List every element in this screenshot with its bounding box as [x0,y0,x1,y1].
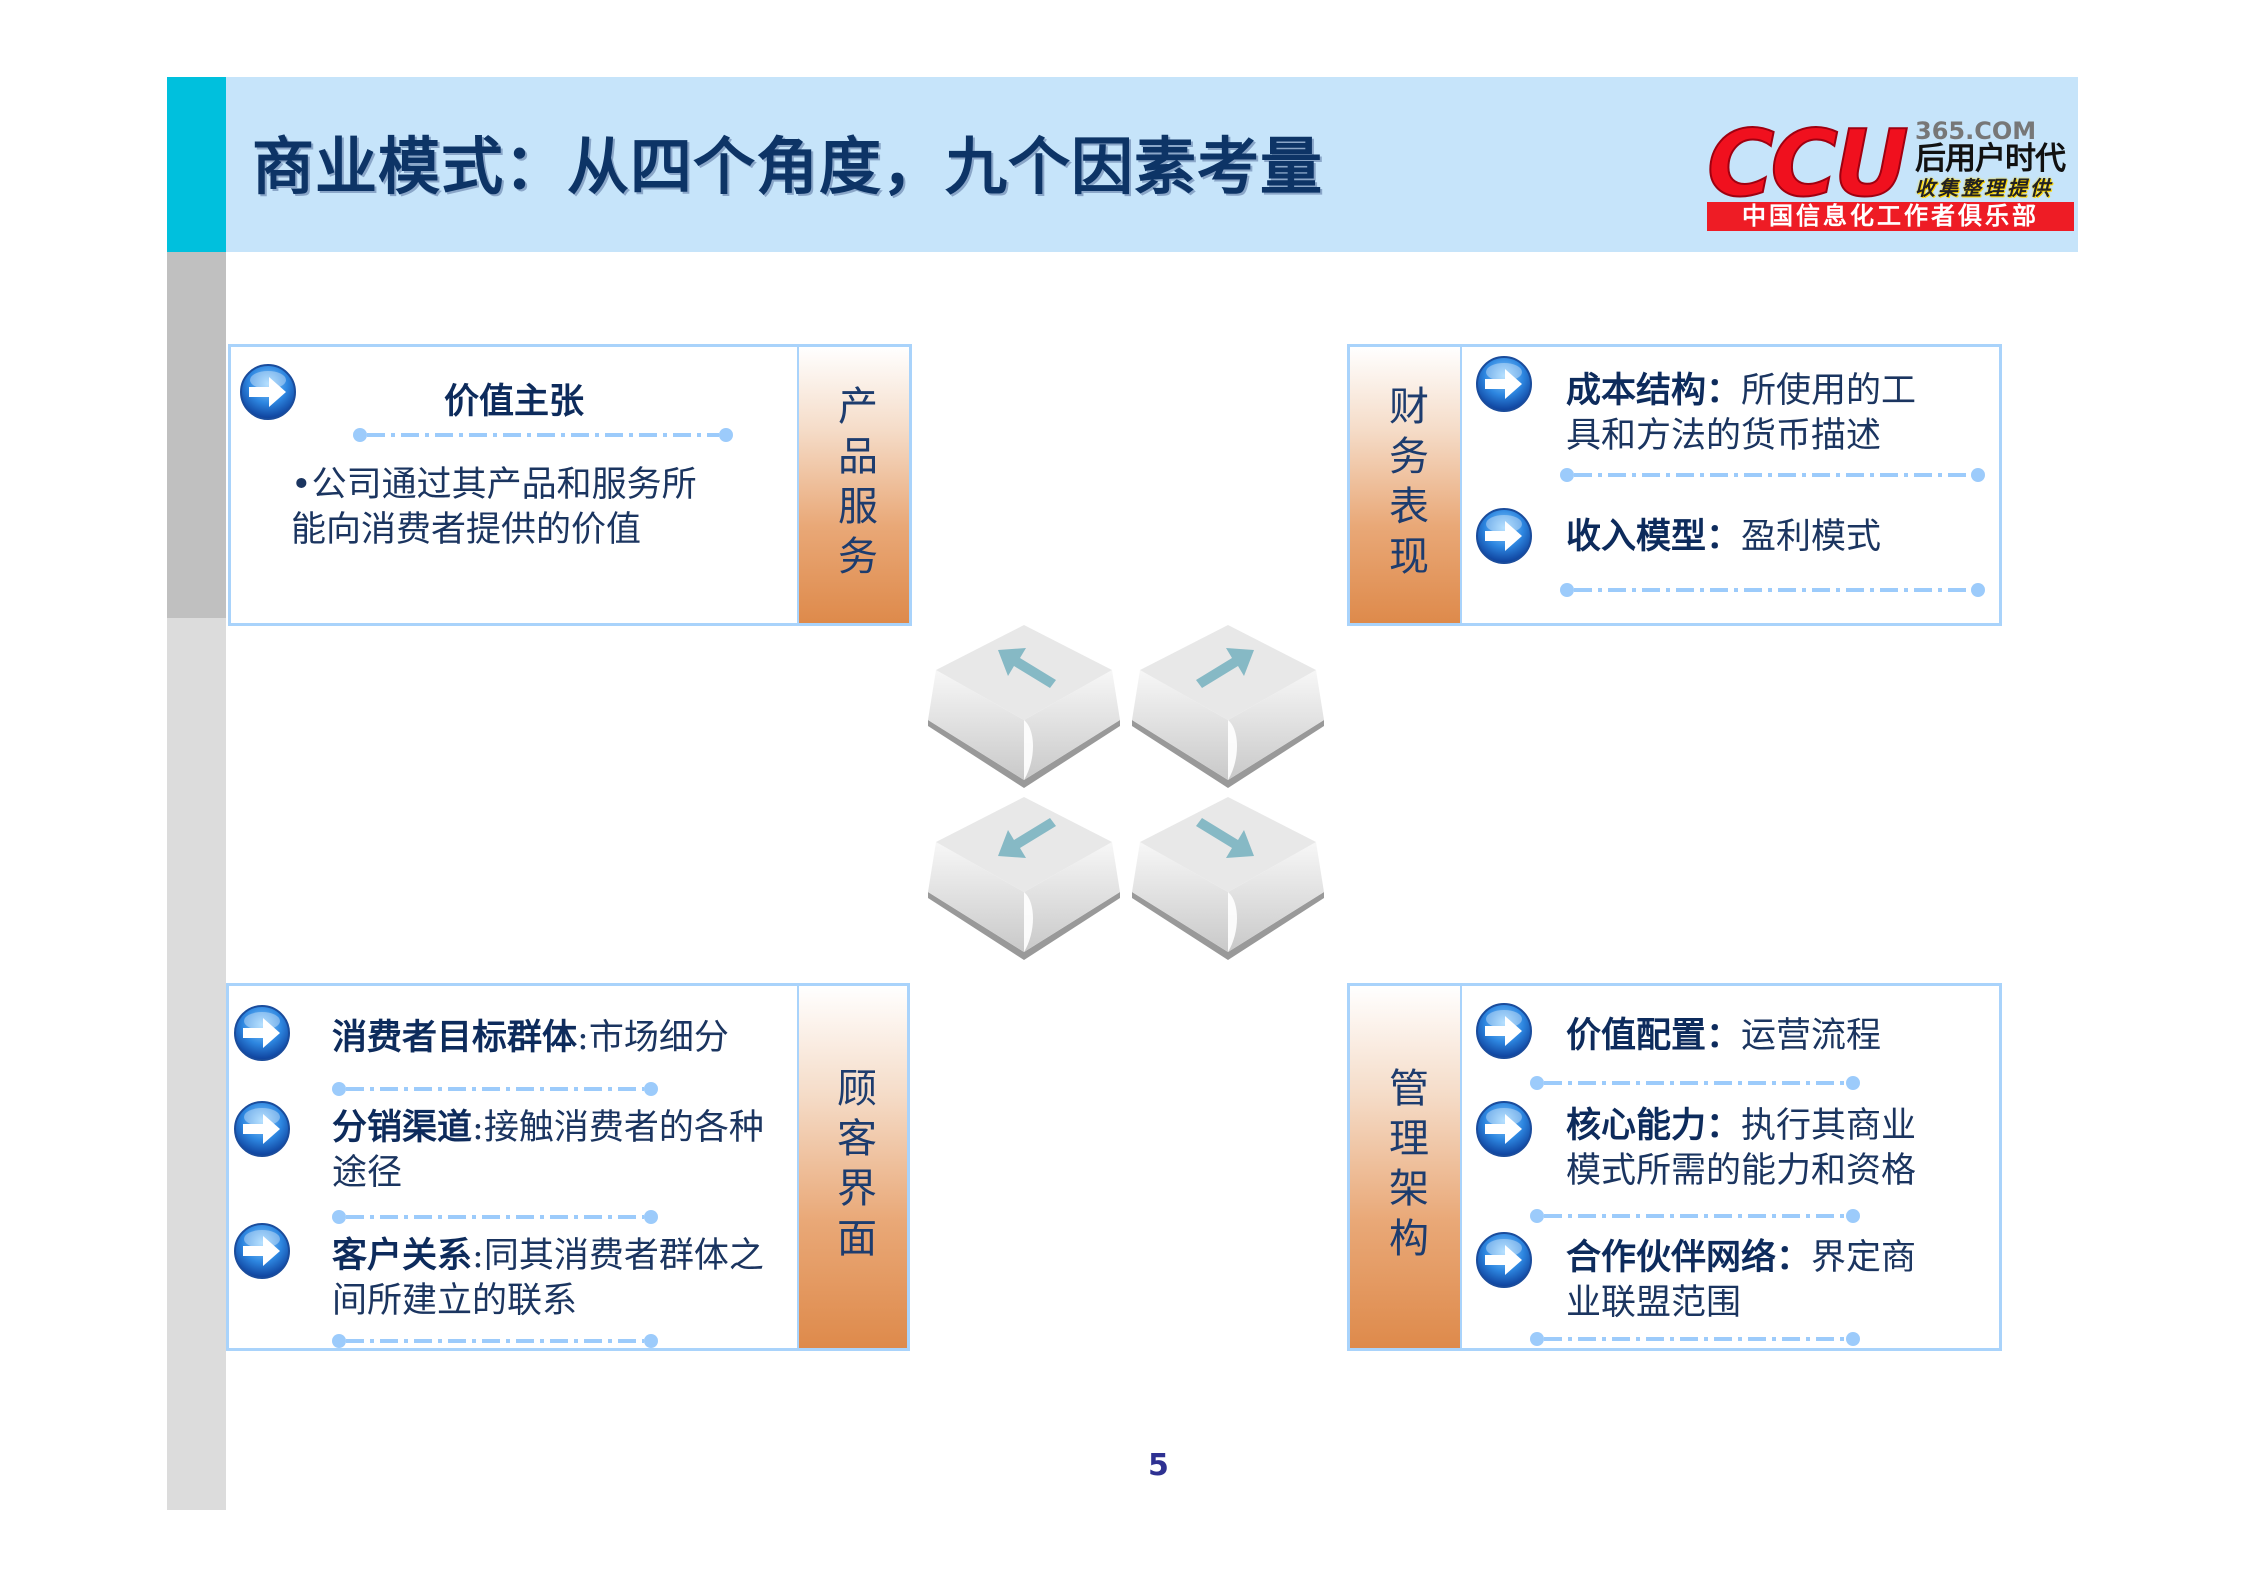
logo-brand: CCU [1706,110,1910,217]
page-number: 5 [1148,1448,1169,1483]
logo-subtitle: 收集整理提供 [1915,176,2053,200]
direction-keys-graphic [926,620,1326,965]
side-label-management-structure: 管理架构 [1350,986,1462,1348]
accent-strip-light-gray [167,618,226,1510]
key-down-right-icon [1130,792,1326,964]
divider [1560,468,1985,482]
item-title-value-proposition: 价值主张 [443,382,584,422]
divider [1530,1209,1860,1223]
item-target-customers: 消费者目标群体:市场细分 [332,1018,729,1058]
arrow-right-icon [1475,1002,1533,1060]
item-value-configuration: 价值配置：运营流程 [1566,1016,1882,1056]
quadrant-management-structure: 管理架构 价值配置：运营流程 核心能力：执行其商业模式所需的能力和资格 合作伙伴… [1347,983,2002,1351]
item-cost-structure: 成本结构：所使用的工具和方法的货币描述 [1566,371,1917,456]
divider [1530,1076,1860,1090]
page-title: 商业模式：从四个角度，九个因素考量 [252,130,1324,203]
item-core-capability: 核心能力：执行其商业模式所需的能力和资格 [1566,1106,1917,1191]
side-label-financial-performance: 财务表现 [1350,347,1462,623]
accent-strip-cyan [167,77,226,252]
divider [332,1082,658,1096]
arrow-right-icon [1475,507,1533,565]
logo-domain: 365.COM [1915,117,2037,145]
key-down-left-icon [926,792,1122,964]
item-body-value-proposition: •公司通过其产品和服务所能向消费者提供的价值 [291,465,697,550]
key-up-right-icon [1130,620,1326,792]
item-customer-relationship: 客户关系:同其消费者群体之间所建立的联系 [332,1236,764,1321]
item-revenue-model: 收入模型：盈利模式 [1566,517,1882,557]
logo-slogan: 后用户时代 [1915,141,2066,177]
arrow-right-icon [1475,1231,1533,1289]
quadrant-financial-performance: 财务表现 成本结构：所使用的工具和方法的货币描述 收入模型：盈利模式 [1347,344,2002,626]
side-label-customer-interface: 顾客界面 [797,986,907,1348]
quadrant-customer-interface: 消费者目标群体:市场细分 分销渠道:接触消费者的各种途径 客户关系:同其消费者群… [226,983,910,1351]
divider [332,1334,658,1348]
ccu-logo: CCU 365.COM 后用户时代 收集整理提供 中国信息化工作者俱乐部 [1706,110,2077,233]
arrow-right-icon [233,1004,291,1062]
logo-club-banner: 中国信息化工作者俱乐部 [1707,202,2074,231]
accent-strip-gray [167,252,226,618]
item-distribution-channel: 分销渠道:接触消费者的各种途径 [332,1108,764,1193]
arrow-right-icon [233,1100,291,1158]
item-partner-network: 合作伙伴网络：界定商业联盟范围 [1566,1238,1917,1323]
divider [332,1210,658,1224]
arrow-right-icon [1475,1100,1533,1158]
quadrant-product-service: 价值主张 •公司通过其产品和服务所能向消费者提供的价值 产品服务 [228,344,912,626]
arrow-right-icon [1475,355,1533,413]
divider [1530,1332,1860,1346]
arrow-right-icon [233,1222,291,1280]
side-label-product-service: 产品服务 [797,347,909,623]
divider [353,428,733,442]
key-up-left-icon [926,620,1122,792]
divider [1560,583,1985,597]
